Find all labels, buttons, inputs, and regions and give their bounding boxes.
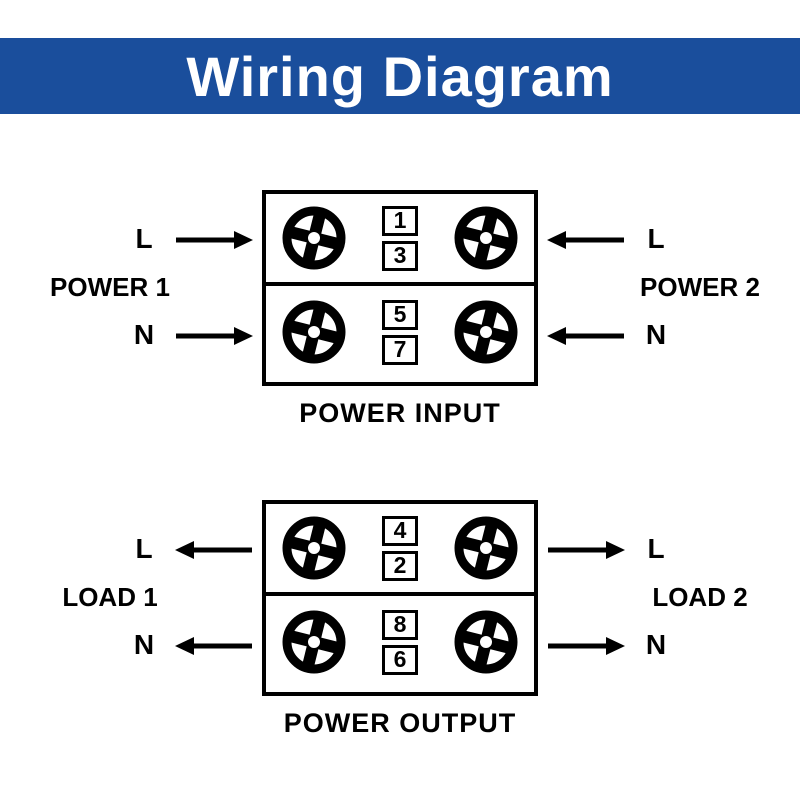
terminal-number: 5 — [382, 299, 418, 330]
page-title: Wiring Diagram — [186, 44, 614, 108]
screw-terminal-icon — [454, 300, 518, 364]
arrow-right-icon — [176, 327, 253, 345]
terminal-row: 8 6 — [266, 596, 534, 688]
terminal-row: 4 2 — [266, 504, 534, 596]
arrow-left-icon — [547, 231, 624, 249]
terminal-number-column: 5 7 — [382, 299, 418, 365]
terminal-number: 4 — [382, 515, 418, 546]
arrow-right-icon — [548, 541, 625, 559]
wire-label-n: N — [133, 319, 155, 350]
terminal-number: 3 — [382, 240, 418, 271]
terminal-number: 7 — [382, 334, 418, 365]
arrow-right-icon — [548, 637, 625, 655]
wire-label-n: N — [133, 629, 155, 660]
load-label-load-2: LOAD 2 — [652, 582, 748, 612]
source-label-power-1: POWER 1 — [50, 272, 170, 302]
load-label-load-1: LOAD 1 — [62, 582, 158, 612]
wire-label-l: L — [135, 223, 153, 254]
wire-label-n: N — [645, 629, 667, 660]
terminal-number-column: 4 2 — [382, 515, 418, 581]
wire-label-l: L — [135, 533, 153, 564]
wire-label-n: N — [645, 319, 667, 350]
wire-label-l: L — [647, 223, 665, 254]
terminal-number: 1 — [382, 205, 418, 236]
arrow-right-icon — [176, 231, 253, 249]
terminal-row: 1 3 — [266, 194, 534, 286]
terminal-number-column: 8 6 — [382, 609, 418, 675]
screw-terminal-icon — [282, 300, 346, 364]
screw-terminal-icon — [282, 516, 346, 580]
terminal-number: 8 — [382, 609, 418, 640]
source-label-power-2: POWER 2 — [640, 272, 760, 302]
power-output-caption: POWER OUTPUT — [283, 708, 517, 738]
terminal-number-column: 1 3 — [382, 205, 418, 271]
terminal-number: 2 — [382, 550, 418, 581]
header-bar: Wiring Diagram — [0, 38, 800, 114]
arrow-left-icon — [175, 541, 252, 559]
terminal-number: 6 — [382, 644, 418, 675]
screw-terminal-icon — [454, 206, 518, 270]
arrow-left-icon — [175, 637, 252, 655]
power-input-caption: POWER INPUT — [299, 398, 501, 428]
screw-terminal-icon — [454, 610, 518, 674]
screw-terminal-icon — [282, 610, 346, 674]
power-input-terminal-block: 1 3 5 7 — [262, 190, 538, 386]
screw-terminal-icon — [454, 516, 518, 580]
terminal-row: 5 7 — [266, 286, 534, 378]
arrow-left-icon — [547, 327, 624, 345]
screw-terminal-icon — [282, 206, 346, 270]
wire-label-l: L — [647, 533, 665, 564]
power-output-terminal-block: 4 2 8 6 — [262, 500, 538, 696]
